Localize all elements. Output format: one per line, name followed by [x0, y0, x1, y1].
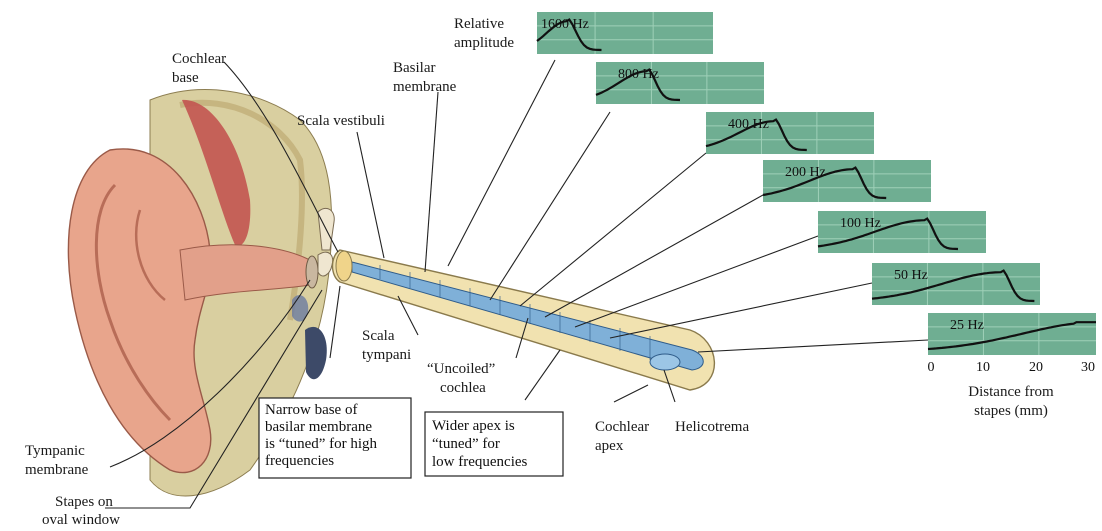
scala-tympani-label-1: Scala	[362, 328, 395, 344]
basilar-membrane-label-2: membrane	[393, 79, 457, 95]
uncoiled-cochlea	[333, 250, 715, 390]
tympanic-membrane-label-1: Tympanic	[25, 443, 85, 459]
scala-tympani-label-2: tympani	[362, 347, 411, 363]
wider-apex-line-2: “tuned” for	[432, 436, 500, 452]
narrow-base-line-2: basilar membrane	[265, 419, 372, 435]
distance-axis-label-1: Distance from	[968, 384, 1054, 400]
uncoiled-cochlea-label-2: cochlea	[440, 380, 486, 396]
panel-400hz: 400 Hz	[706, 112, 874, 154]
frequency-label: 400 Hz	[728, 117, 769, 132]
panel-50hz: 50 Hz	[872, 263, 1040, 305]
frequency-label: 800 Hz	[618, 67, 659, 82]
panel-800hz: 800 Hz	[596, 62, 764, 104]
uncoiled-cochlea-label-1: “Uncoiled”	[427, 361, 495, 377]
frequency-label: 200 Hz	[785, 165, 826, 180]
panel-1600hz: 1600 Hz	[537, 12, 713, 54]
frequency-panels: 1600 Hz 800 Hz 400 Hz 200 Hz 100 Hz 50 Hz 25 H…	[537, 12, 1096, 355]
narrow-base-line-4: frequencies	[265, 453, 334, 469]
panel-200hz: 200 Hz	[763, 160, 931, 202]
scala-vestibuli-label: Scala vestibuli	[297, 113, 385, 129]
distance-axis: 0 10 20 30 Distance from stapes (mm)	[928, 360, 1096, 419]
narrow-base-line-1: Narrow base of	[265, 402, 357, 418]
cochlear-base-label-2: base	[172, 70, 199, 86]
cochlear-apex-label-2: apex	[595, 438, 624, 454]
panel-100hz: 100 Hz	[818, 211, 986, 253]
wider-apex-line-1: Wider apex is	[432, 418, 515, 434]
distance-axis-label-2: stapes (mm)	[974, 403, 1048, 419]
panel-25hz: 25 Hz	[928, 313, 1096, 355]
x-tick-0: 0	[928, 360, 935, 375]
frequency-label: 1600 Hz	[541, 17, 589, 32]
helicotrema-label: Helicotrema	[675, 419, 749, 435]
stapes-label-2: oval window	[42, 512, 120, 528]
callout-narrow-base: Narrow base of basilar membrane is “tune…	[259, 398, 411, 478]
frequency-label: 100 Hz	[840, 216, 881, 231]
wider-apex-line-3: low frequencies	[432, 454, 528, 470]
relative-amplitude-label-2: amplitude	[454, 35, 514, 51]
x-tick-10: 10	[976, 360, 990, 375]
frequency-label: 50 Hz	[894, 268, 928, 283]
basilar-membrane-label-1: Basilar	[393, 60, 436, 76]
stapes-label-1: Stapes on	[55, 494, 113, 510]
narrow-base-line-3: is “tuned” for high	[265, 436, 378, 452]
cochlear-base-label-1: Cochlear	[172, 51, 226, 67]
relative-amplitude-label-1: Relative	[454, 16, 504, 32]
callout-wider-apex: Wider apex is “tuned” for low frequencie…	[425, 412, 563, 476]
frequency-label: 25 Hz	[950, 318, 984, 333]
x-tick-30: 30	[1081, 360, 1095, 375]
cochlear-apex-label-1: Cochlear	[595, 419, 649, 435]
x-tick-20: 20	[1029, 360, 1043, 375]
tympanic-membrane-label-2: membrane	[25, 462, 89, 478]
